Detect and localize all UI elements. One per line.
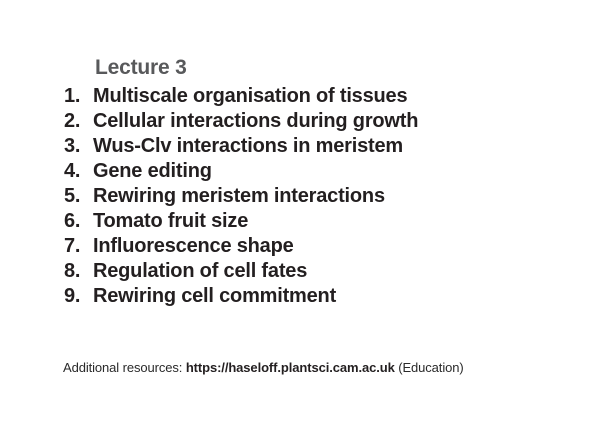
list-item: 6. Tomato fruit size: [64, 209, 418, 234]
list-item: 5. Rewiring meristem interactions: [64, 184, 418, 209]
list-item: 9. Rewiring cell commitment: [64, 284, 418, 309]
footer-url-text: https://haseloff.plantsci.cam.ac.uk: [185, 360, 395, 375]
list-item-label: Influorescence shape: [93, 235, 294, 257]
list-item: 4. Gene editing: [64, 159, 418, 184]
list-item-label: Tomato fruit size: [93, 210, 249, 232]
list-item: 8. Regulation of cell fates: [64, 259, 418, 284]
list-item-label: Rewiring meristem interactions: [93, 185, 385, 207]
list-item-number: 2.: [64, 110, 81, 132]
list-item-label: Wus-Clv interactions in meristem: [93, 135, 403, 157]
list-item-number: 9.: [64, 285, 81, 307]
list-item-number: 6.: [64, 210, 81, 232]
list-item-label: Cellular interactions during growth: [93, 110, 419, 132]
list-item: 2. Cellular interactions during growth: [64, 109, 418, 134]
list-item-number: 4.: [64, 160, 81, 182]
list-item-number: 3.: [64, 135, 81, 157]
list-item-number: 5.: [64, 185, 81, 207]
list-item-number: 1.: [64, 85, 81, 107]
slide-title: Lecture 3: [95, 56, 187, 79]
topic-list: 1. Multiscale organisation of tissues 2.…: [64, 84, 418, 309]
list-item-label: Regulation of cell fates: [93, 260, 308, 282]
footer-prefix-text: Additional resources:: [63, 360, 186, 375]
list-item-label: Multiscale organisation of tissues: [93, 85, 408, 107]
footer-resources: Additional resources: https://haseloff.p…: [63, 359, 464, 377]
footer-suffix-text: (Education): [394, 360, 464, 375]
list-item: 3. Wus-Clv interactions in meristem: [64, 134, 418, 159]
list-item-number: 7.: [64, 235, 81, 257]
list-item-label: Gene editing: [93, 160, 212, 182]
list-item-number: 8.: [64, 260, 81, 282]
list-item-label: Rewiring cell commitment: [93, 285, 337, 307]
list-item: 7. Influorescence shape: [64, 234, 418, 259]
list-item: 1. Multiscale organisation of tissues: [64, 84, 418, 109]
